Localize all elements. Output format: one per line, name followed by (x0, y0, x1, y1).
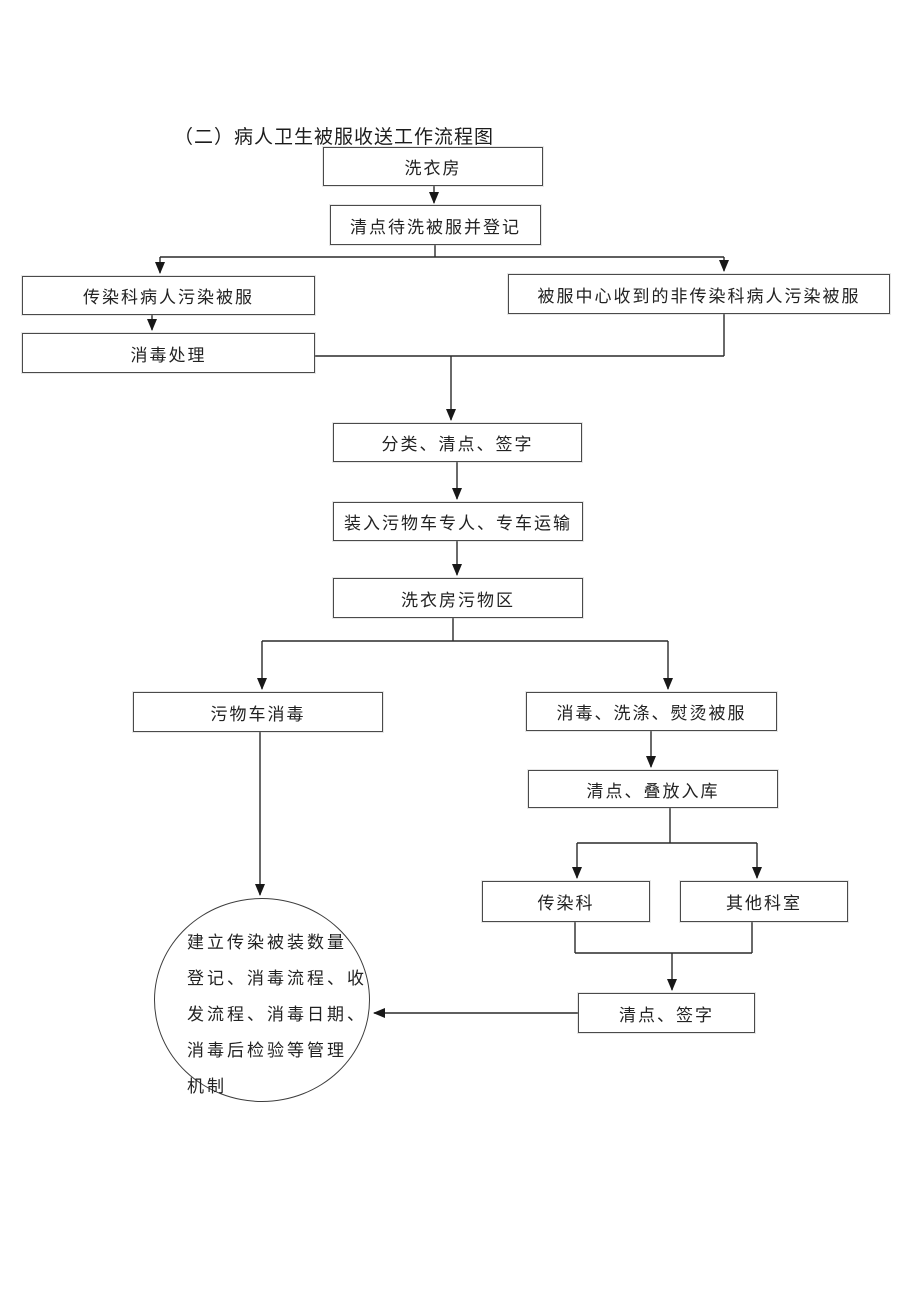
node-infectious-dept: 传染科 (482, 881, 650, 922)
circle-text-line: 消毒后检验等管理 (187, 1041, 347, 1060)
node-count-register: 清点待洗被服并登记 (330, 205, 541, 245)
node-other-depts: 其他科室 (680, 881, 848, 922)
node-laundry-room: 洗衣房 (323, 147, 543, 186)
node-laundry-dirty-area: 洗衣房污物区 (333, 578, 583, 618)
node-non-infectious-soiled-linen: 被服中心收到的非传染科病人污染被服 (508, 274, 890, 314)
management-mechanism-text: 建立传染被装数量 登记、消毒流程、收 发流程、消毒日期、 消毒后检验等管理 机制 (187, 925, 367, 1105)
node-disinfect-treatment: 消毒处理 (22, 333, 315, 373)
circle-text-line: 建立传染被装数量 (187, 933, 347, 952)
node-count-sign: 清点、签字 (578, 993, 755, 1033)
node-management-mechanism-circle: 建立传染被装数量 登记、消毒流程、收 发流程、消毒日期、 消毒后检验等管理 机制 (154, 898, 370, 1102)
circle-text-line: 登记、消毒流程、收 (187, 969, 367, 988)
node-sort-count-sign: 分类、清点、签字 (333, 423, 582, 462)
node-disinfect-wash-iron: 消毒、洗涤、熨烫被服 (526, 692, 777, 731)
circle-text-line: 发流程、消毒日期、 (187, 1005, 367, 1024)
node-infectious-soiled-linen: 传染科病人污染被服 (22, 276, 315, 315)
node-cart-disinfect: 污物车消毒 (133, 692, 383, 732)
node-count-stack-store: 清点、叠放入库 (528, 770, 778, 808)
node-load-cart-transport: 装入污物车专人、专车运输 (333, 502, 583, 541)
circle-text-line: 机制 (187, 1077, 227, 1096)
page-title: （二）病人卫生被服收送工作流程图 (174, 127, 495, 148)
